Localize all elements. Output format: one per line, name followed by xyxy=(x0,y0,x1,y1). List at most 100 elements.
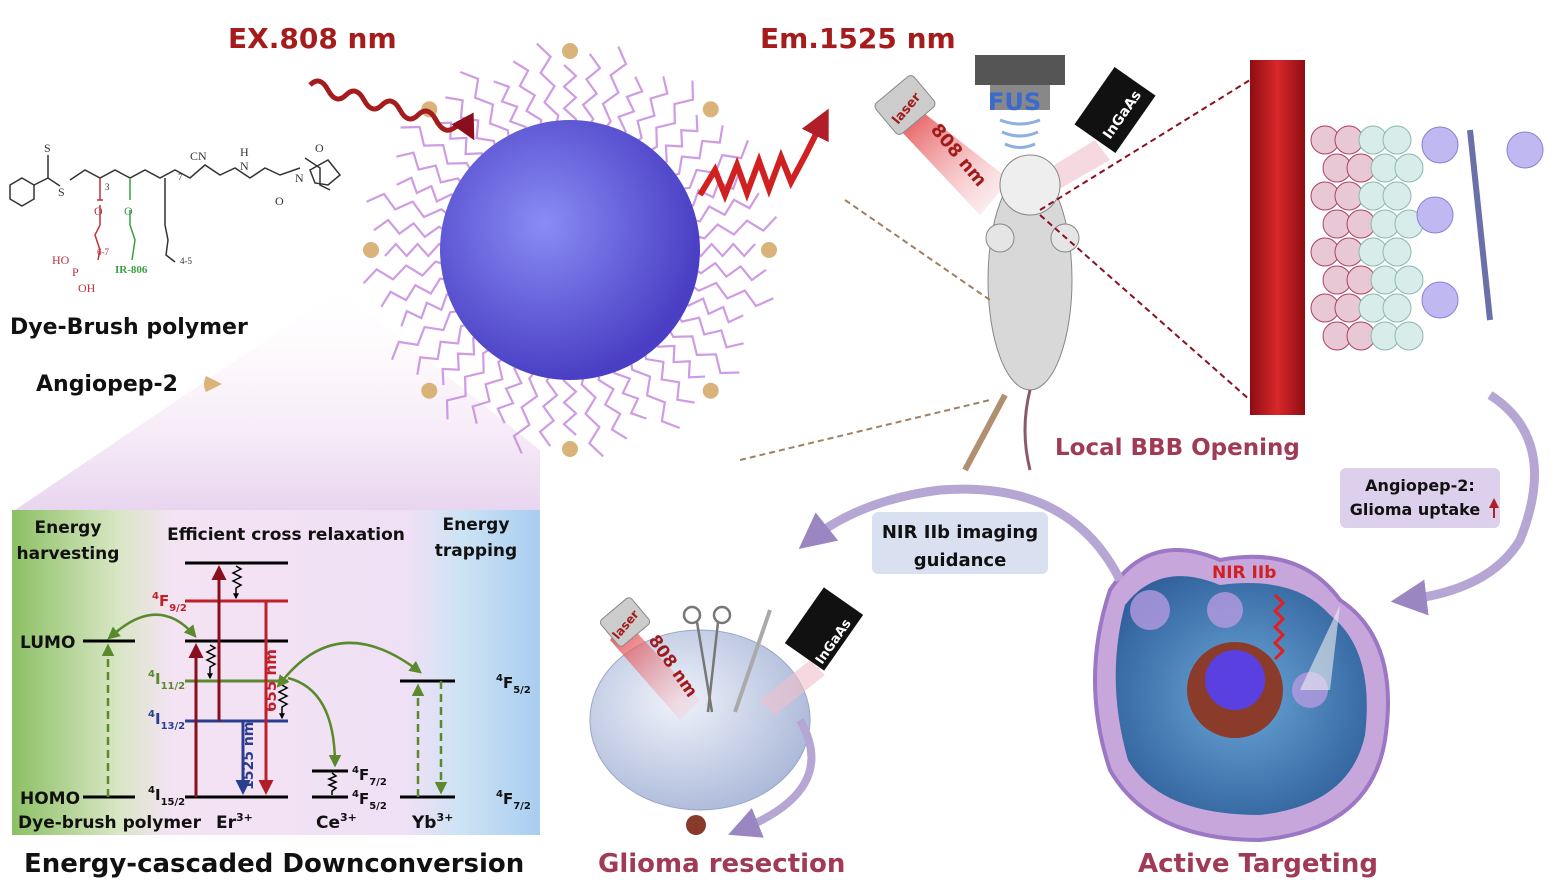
label-ce-f72: 4F7/2 xyxy=(352,765,387,788)
polymer-brush xyxy=(597,365,628,440)
nanoparticle xyxy=(362,42,778,458)
polymer-structure xyxy=(9,155,342,207)
chem-ho: HO xyxy=(52,253,70,267)
glioma-resection-caption: Glioma resection xyxy=(598,849,845,879)
polymer-brush xyxy=(384,242,451,258)
homo-label: HOMO xyxy=(20,789,80,809)
laser-device-icon xyxy=(874,75,936,135)
er-yb-transfer-arrow xyxy=(276,641,422,688)
angiopep-ligand-icon xyxy=(562,43,578,59)
glioma-cell-icon xyxy=(1416,196,1454,234)
angiopep-cone-icon xyxy=(204,376,222,392)
angiopep-ligand-icon xyxy=(363,242,379,258)
polymer-brush xyxy=(680,295,744,324)
guidance-box-line1: NIR IIb imaging xyxy=(882,522,1038,543)
brain-cell xyxy=(1382,293,1412,323)
guidance-box-line2: guidance xyxy=(914,550,1007,571)
yb-species-label: Yb3+ xyxy=(411,811,453,833)
nir-iib-label: NIR IIb xyxy=(1212,563,1276,583)
polymer-brush xyxy=(362,260,452,284)
polymer-brush xyxy=(390,308,467,361)
chem-o-ester1: O xyxy=(94,204,103,218)
label-f92: 4F9/2 xyxy=(152,591,187,614)
angiopep-ligand-icon xyxy=(421,382,438,399)
chem-n45: 4-5 xyxy=(180,256,192,266)
chem-o1: O xyxy=(315,141,324,155)
mouse-tail xyxy=(1023,389,1032,471)
chem-dye-label: IR-806 xyxy=(115,264,148,276)
polymer-brush xyxy=(400,125,476,178)
polymer-brush xyxy=(685,280,774,308)
polymer-brush xyxy=(496,360,525,424)
cycle-arrow-left xyxy=(798,484,1125,583)
chem-p: P xyxy=(72,265,79,279)
polymer-brush xyxy=(471,353,511,424)
chem-cn: CN xyxy=(190,149,207,163)
polymer-brush xyxy=(416,321,476,375)
lumo-label: LUMO xyxy=(20,633,75,653)
syringe-icon xyxy=(962,393,1008,472)
label-655nm: 655 nm xyxy=(262,649,280,712)
cycle-arrow-right xyxy=(1390,391,1540,616)
brain-cell xyxy=(1394,153,1424,183)
polymer-brush xyxy=(396,151,467,191)
label-i132: 4I13/2 xyxy=(148,709,185,732)
uptake-box-line2: Glioma uptake xyxy=(1350,500,1481,519)
angiopep-ligand-icon xyxy=(702,101,719,118)
polymer-brush xyxy=(536,42,560,132)
polymer-peg-chain xyxy=(164,178,176,263)
nonradiative-relax-1 xyxy=(231,565,243,600)
polymer-brush xyxy=(445,344,498,420)
brain-icon xyxy=(589,629,811,811)
brain-cell xyxy=(1394,265,1424,295)
mouse-scene: laser 808 nm FUS InGaAs xyxy=(739,55,1251,472)
polymer-green-chain xyxy=(129,178,136,261)
angiopep-uptake-box: Angiopep-2: Glioma uptake xyxy=(1340,468,1500,528)
nonradiative-relax-2 xyxy=(205,644,217,680)
polymer-brush xyxy=(641,344,695,404)
laser-beam xyxy=(900,110,1010,215)
polymer-brush xyxy=(373,218,452,239)
polymer-brush xyxy=(642,80,695,156)
resection-arrow xyxy=(728,718,816,838)
polymer-brush xyxy=(580,368,604,458)
uptake-box-line1: Angiopep-2: xyxy=(1365,476,1475,495)
polymer-brush xyxy=(628,353,681,430)
polymer-brush xyxy=(664,125,724,179)
polymer-brush xyxy=(400,293,460,327)
active-targeting-caption: Active Targeting xyxy=(1138,849,1378,879)
brain-cell xyxy=(1382,125,1412,155)
zoom-cone xyxy=(12,290,540,512)
polymer-brush xyxy=(445,96,499,156)
brain-cell xyxy=(1394,321,1424,351)
ingaas-camera-icon-2 xyxy=(784,587,864,671)
dye-species-label: Dye-brush polymer xyxy=(18,813,202,833)
label-ce-f52: 4F5/2 xyxy=(352,789,387,812)
neuron-icon xyxy=(1467,129,1493,321)
polymer-red-chain xyxy=(94,178,103,261)
polymer-brush xyxy=(688,216,778,240)
glioma-cell-icon xyxy=(1421,126,1459,164)
cross-relaxation-label: Efficient cross relaxation xyxy=(167,525,405,545)
cell-nucleus xyxy=(1205,650,1265,710)
er-species-label: Er3+ xyxy=(216,811,253,833)
harvesting-label-1: Energy xyxy=(35,518,102,538)
trapping-label-2: trapping xyxy=(435,541,517,561)
polymer-brush xyxy=(562,64,578,131)
bbb-opening-caption: Local BBB Opening xyxy=(1055,435,1300,461)
polymer-brush xyxy=(562,369,578,436)
polymer-brush xyxy=(380,277,455,308)
polymer-brush xyxy=(653,334,706,379)
fus-transducer-icon xyxy=(975,55,1065,85)
polymer-brush xyxy=(664,322,740,375)
label-i152: 4I15/2 xyxy=(148,785,185,808)
scalpel-icon xyxy=(733,609,772,713)
er-ce-transfer-arrow xyxy=(287,676,342,768)
label-yb-f52: 4F5/2 xyxy=(496,673,531,696)
polymer-brush xyxy=(493,80,527,140)
excitation-label: EX.808 nm xyxy=(228,22,397,55)
energy-panel: Energy harvesting Efficient cross relaxa… xyxy=(12,510,540,835)
chem-n7: 7 xyxy=(178,172,183,182)
chem-n67: 6-7 xyxy=(97,247,109,257)
bbb-illustration xyxy=(1250,60,1544,415)
